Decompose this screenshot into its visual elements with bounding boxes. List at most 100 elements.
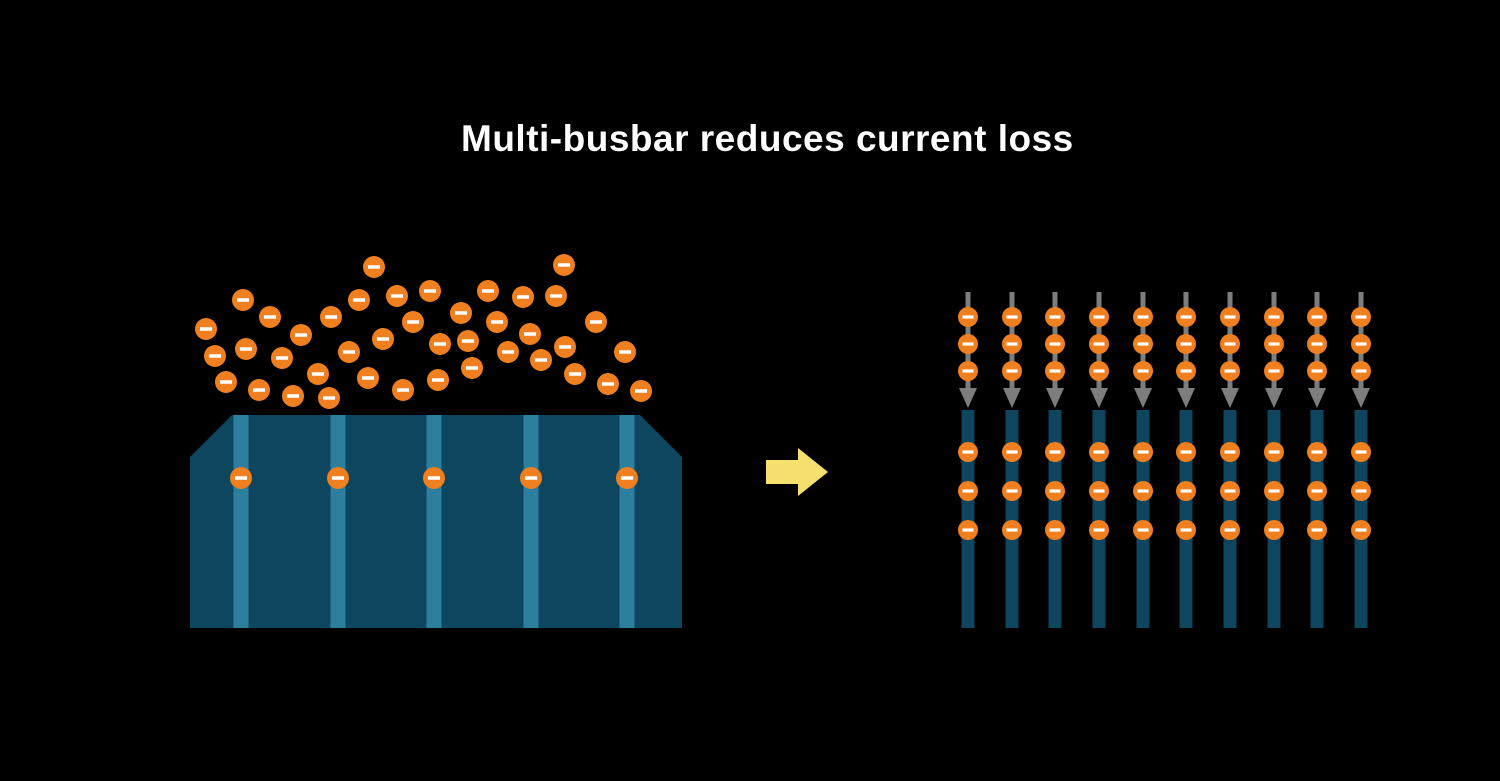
electron-icon	[958, 334, 978, 354]
electron-icon	[1351, 520, 1371, 540]
electron-icon	[1351, 307, 1371, 327]
electron-icon	[1307, 520, 1327, 540]
electron-icon	[958, 481, 978, 501]
electron-icon	[1002, 442, 1022, 462]
electron-icon	[1133, 307, 1153, 327]
electron-icon	[461, 357, 483, 379]
electron-icon	[357, 367, 379, 389]
electron-icon	[1045, 361, 1065, 381]
wire-column	[1351, 292, 1371, 628]
electron-icon	[320, 306, 342, 328]
wire-bar	[1354, 410, 1368, 628]
electron-icon	[630, 380, 652, 402]
flow-arrow-head	[1352, 388, 1370, 408]
electron-icon	[259, 306, 281, 328]
wire-bar	[1048, 410, 1062, 628]
electron-icon	[553, 254, 575, 276]
wire-column	[1002, 292, 1022, 628]
standard-busbar-cell-group	[190, 254, 682, 628]
electron-icon	[614, 341, 636, 363]
electron-icon	[230, 467, 252, 489]
wire-bar	[961, 410, 975, 628]
electron-icon	[1089, 442, 1109, 462]
flow-arrow-head	[1003, 388, 1021, 408]
electron-icon	[1264, 361, 1284, 381]
flow-arrow-head	[1046, 388, 1064, 408]
electron-icon	[318, 387, 340, 409]
electron-icon	[1264, 442, 1284, 462]
electron-icon	[338, 341, 360, 363]
electron-icon	[1176, 334, 1196, 354]
electron-icon	[1045, 307, 1065, 327]
wire-bar	[1092, 410, 1106, 628]
flow-arrow-head	[1308, 388, 1326, 408]
electron-icon	[1002, 307, 1022, 327]
electron-icon	[958, 307, 978, 327]
electron-icon	[486, 311, 508, 333]
electron-icon	[585, 311, 607, 333]
electron-icon	[1264, 334, 1284, 354]
electron-icon	[545, 285, 567, 307]
busbar-stripe	[619, 415, 635, 628]
electron-icon	[1045, 334, 1065, 354]
electron-icon	[1264, 307, 1284, 327]
electron-icon	[1133, 520, 1153, 540]
electron-icon	[554, 336, 576, 358]
electron-icon	[429, 333, 451, 355]
wire-column	[1176, 292, 1196, 628]
electron-icon	[372, 328, 394, 350]
flow-arrow-head	[1177, 388, 1195, 408]
wire-bar	[1005, 410, 1019, 628]
wire-column	[1264, 292, 1284, 628]
electron-icon	[392, 379, 414, 401]
electron-icon	[958, 442, 978, 462]
electron-icon	[1045, 442, 1065, 462]
wire-bar	[1267, 410, 1281, 628]
electron-icon	[1089, 334, 1109, 354]
electron-icon	[1089, 481, 1109, 501]
electron-icon	[450, 302, 472, 324]
electron-icon	[1220, 481, 1240, 501]
electron-icon	[520, 467, 542, 489]
electron-icon	[1307, 442, 1327, 462]
electron-icon	[1351, 442, 1371, 462]
scattered-electrons-group	[195, 254, 652, 409]
wire-bar	[1136, 410, 1150, 628]
diagram-title: Multi-busbar reduces current loss	[461, 118, 1074, 159]
electron-icon	[958, 520, 978, 540]
electron-icon	[1264, 520, 1284, 540]
wire-column	[958, 292, 978, 628]
electron-icon	[1133, 481, 1153, 501]
electron-icon	[1002, 520, 1022, 540]
electron-icon	[1220, 442, 1240, 462]
electron-icon	[958, 361, 978, 381]
electron-icon	[1351, 481, 1371, 501]
electron-icon	[530, 349, 552, 371]
electron-icon	[1133, 334, 1153, 354]
electron-icon	[1307, 334, 1327, 354]
flow-arrow-head	[1221, 388, 1239, 408]
electron-icon	[1220, 334, 1240, 354]
electron-icon	[1351, 361, 1371, 381]
wire-column	[1307, 292, 1327, 628]
transition-arrow-icon	[766, 448, 828, 496]
electron-icon	[204, 345, 226, 367]
electron-icon	[427, 369, 449, 391]
electron-icon	[597, 373, 619, 395]
busbar-stripe	[426, 415, 442, 628]
electron-icon	[1176, 520, 1196, 540]
electron-icon	[402, 311, 424, 333]
electron-icon	[1045, 520, 1065, 540]
electron-icon	[232, 289, 254, 311]
electron-icon	[616, 467, 638, 489]
flow-arrow-head	[1090, 388, 1108, 408]
electron-icon	[1220, 520, 1240, 540]
electron-icon	[457, 330, 479, 352]
electron-icon	[1045, 481, 1065, 501]
wire-bar	[1179, 410, 1193, 628]
electron-icon	[1176, 307, 1196, 327]
electron-icon	[1307, 307, 1327, 327]
electron-icon	[307, 363, 329, 385]
electron-icon	[1089, 307, 1109, 327]
